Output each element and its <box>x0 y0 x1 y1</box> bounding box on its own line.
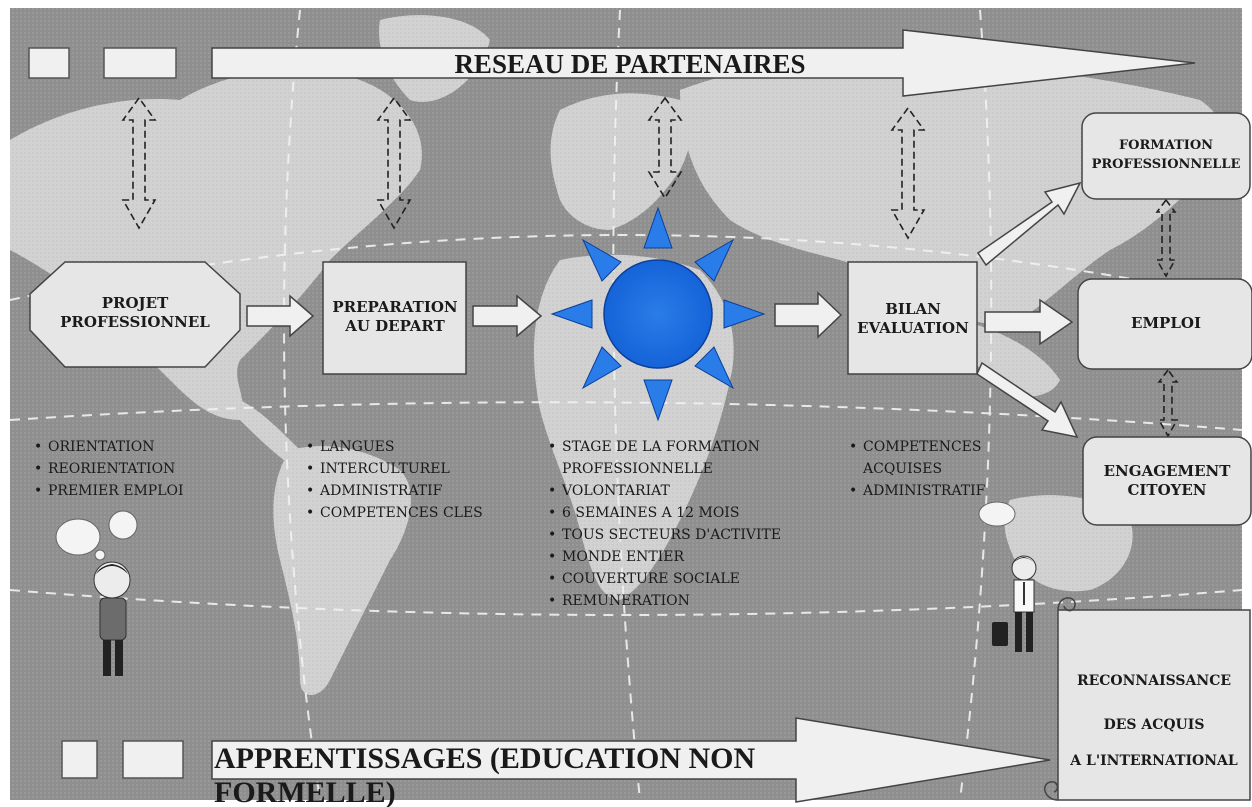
bottom-banner-arrow <box>211 717 1051 803</box>
list-item: MONDE ENTIER <box>548 546 781 568</box>
list-item: 6 SEMAINES A 12 MOIS <box>548 502 781 524</box>
scroll-line-2: DES ACQUIS <box>1103 717 1205 733</box>
scroll-line-3: A L'INTERNATIONAL <box>1070 753 1238 769</box>
list-item: TOUS SECTEURS D'ACTIVITE <box>548 524 781 546</box>
bottom-square-1 <box>61 740 98 779</box>
list-item: STAGE DE LA FORMATION <box>548 436 781 458</box>
box-projet: PROJET PROFESSIONNEL <box>60 294 210 331</box>
top-square-1 <box>28 47 70 79</box>
banner-top-title: RESEAU DE PARTENAIRES <box>454 49 806 79</box>
list-item: PREMIER EMPLOI <box>34 480 184 502</box>
list-projet: ORIENTATION REORIENTATION PREMIER EMPLOI <box>34 436 184 502</box>
scroll-shape <box>1043 597 1251 801</box>
scroll-line-1: RECONNAISSANCE <box>1076 673 1232 689</box>
list-bilan: COMPETENCES ACQUISES ADMINISTRATIF <box>849 436 985 502</box>
list-stage: STAGE DE LA FORMATION PROFESSIONNELLE VO… <box>548 436 781 612</box>
list-item: COMPETENCES <box>849 436 985 458</box>
list-item: ADMINISTRATIF <box>849 480 985 502</box>
preparation-box-shape <box>322 261 467 375</box>
list-item: REORIENTATION <box>34 458 184 480</box>
top-banner-arrow <box>211 29 1196 97</box>
box-bilan: BILAN EVALUATION <box>857 300 969 337</box>
box-engagement: ENGAGEMENT CITOYEN <box>1103 462 1231 499</box>
partner-links <box>121 96 1179 438</box>
emploi-box-shape <box>1077 278 1252 370</box>
formation-box-shape <box>1081 112 1251 200</box>
banner-bottom-title: APPRENTISSAGES (EDUCATION NON FORMELLE) <box>214 742 756 807</box>
box-formation: FORMATION PROFESSIONNELLE <box>1091 138 1241 172</box>
list-item: COUVERTURE SOCIALE <box>548 568 781 590</box>
businessman-figure <box>978 501 1037 652</box>
list-item: ORIENTATION <box>34 436 184 458</box>
list-item: ACQUISES <box>863 461 943 477</box>
top-square-2 <box>103 47 177 79</box>
person-thinking-figure <box>55 510 138 676</box>
engagement-box-shape <box>1082 436 1252 526</box>
list-item: INTERCULTUREL <box>306 458 483 480</box>
box-preparation: PREPARATION AU DEPART <box>332 298 458 335</box>
list-item: VOLONTARIAT <box>548 480 781 502</box>
projet-box-shape <box>29 261 241 368</box>
list-item: PROFESSIONNELLE <box>562 461 713 477</box>
list-preparation: LANGUES INTERCULTUREL ADMINISTRATIF COMP… <box>306 436 483 524</box>
list-item: LANGUES <box>306 436 483 458</box>
flow-arrows <box>246 181 1082 439</box>
list-item: COMPETENCES CLES <box>306 502 483 524</box>
box-emploi: EMPLOI <box>1131 314 1201 332</box>
bilan-box-shape <box>847 261 978 375</box>
list-item: ADMINISTRATIF <box>306 480 483 502</box>
bottom-square-2 <box>122 740 184 779</box>
list-item: REMUNERATION <box>548 590 781 612</box>
sun-shape <box>550 206 766 422</box>
